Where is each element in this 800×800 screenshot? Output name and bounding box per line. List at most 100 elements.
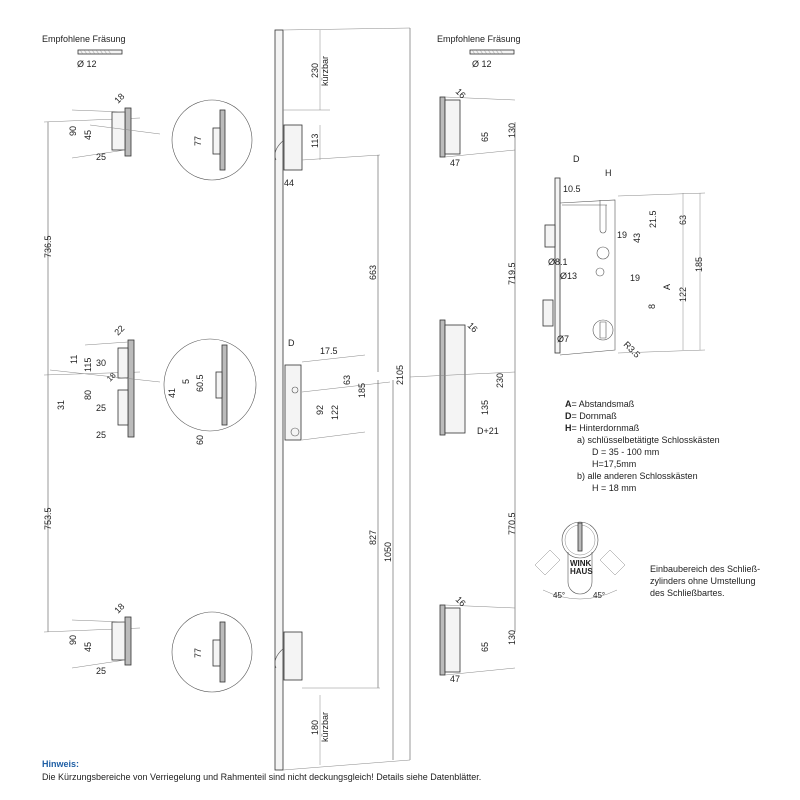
legend-item: b) alle anderen Schlosskästen: [577, 471, 698, 481]
dim-18: 18: [112, 91, 126, 105]
main-lock-case: [284, 364, 302, 441]
dim-122: 122: [330, 405, 340, 420]
dim-25: 25: [96, 403, 106, 413]
dim-H: H: [605, 168, 612, 178]
dim-r-3-5: R3.5: [622, 339, 643, 360]
dim-21-5: 21.5: [648, 210, 658, 228]
milling-legend-left: Empfohlene Fräsung Ø 12: [42, 34, 126, 69]
dim-60-5: 60.5: [195, 374, 205, 392]
dim-45: 45: [83, 642, 93, 652]
cylinder-description: zylinders ohne Umstellung: [650, 576, 756, 586]
span-lower-label: 753.5: [43, 507, 53, 530]
note-title: Hinweis:: [42, 759, 79, 769]
dim-D-plus-21: D+21: [477, 426, 499, 436]
cylinder-illustration: WINK HAUS 45° 45° Einbaubereich des Schl…: [534, 521, 760, 600]
dim-65: 65: [480, 132, 490, 142]
milling-title: Empfohlene Fräsung: [42, 34, 126, 44]
dim-11: 11: [69, 355, 79, 364]
legend-item: H = 18 mm: [592, 483, 636, 493]
legend-item: D = 35 - 100 mm: [592, 447, 659, 457]
dim-135: 135: [480, 400, 490, 415]
brand-logo-text: HAUS: [570, 567, 593, 576]
note-text: Die Kürzungsbereiche von Verriegelung un…: [42, 772, 481, 782]
dim-D: D: [573, 154, 580, 164]
legend-text: = Hinterdornmaß: [572, 423, 640, 433]
milling-diameter: Ø 12: [77, 59, 97, 69]
dim-63: 63: [342, 375, 352, 385]
dim-10-5: 10.5: [563, 184, 581, 194]
legend-key: H: [565, 423, 572, 433]
detail-circle: [171, 99, 253, 181]
dim-827: 827: [368, 530, 378, 545]
dim-663: 663: [368, 265, 378, 280]
dim-230: 230: [310, 63, 320, 78]
dim-17-5: 17.5: [320, 346, 338, 356]
dim-80: 80: [83, 390, 93, 400]
dim-total-length: 2105: [395, 365, 405, 385]
dim-130: 130: [507, 123, 517, 138]
dim-230: 230: [495, 373, 505, 388]
kuerzbar-label: kürzbar: [320, 712, 330, 742]
dim-92: 92: [315, 405, 325, 415]
detail-circle: [171, 611, 253, 693]
brand-logo-text: WINK: [570, 559, 592, 568]
dim-185: 185: [357, 383, 367, 398]
dim-180: 180: [310, 720, 320, 735]
left-middle-striker: 22 115 11 30 31 18 80 25 25 5 60.5 41 60: [49, 323, 257, 445]
dim-90: 90: [68, 126, 78, 136]
legend-text: = Abstandsmaß: [572, 399, 635, 409]
right-middle-striker: 16 230 135 D+21: [409, 319, 516, 436]
dim-A: A: [662, 284, 672, 290]
dim-130: 130: [507, 630, 517, 645]
dim-D: D: [288, 338, 295, 348]
lock-case-detail: D H 10.5 19 43 21.5 63 185 Ø8.1 Ø13 19 A…: [542, 154, 706, 360]
span-lower-label: 770.5: [507, 512, 517, 535]
left-top-striker: 18 90 45 25 77: [68, 91, 253, 181]
right-top-striker: 16 65 130 47: [439, 86, 517, 168]
dim-31: 31: [56, 400, 66, 410]
dim-22: 22: [112, 323, 126, 337]
main-locking-bar: 2105 230 kürzbar 113 44 663 D 17.5 63 18…: [274, 27, 411, 771]
dim-185: 185: [694, 257, 704, 272]
legend-key: D: [565, 411, 572, 421]
dim-16: 16: [466, 320, 480, 334]
dim-60: 60: [195, 435, 205, 445]
dim-45: 45: [83, 130, 93, 140]
dim-8: 8: [647, 304, 657, 309]
dim-47: 47: [450, 158, 460, 168]
dim-dia-7: Ø7: [557, 334, 569, 344]
dim-90: 90: [68, 635, 78, 645]
svg-text:D= Dornmaß: D= Dornmaß: [565, 411, 617, 421]
milling-title: Empfohlene Fräsung: [437, 34, 521, 44]
cylinder-description: Einbaubereich des Schließ-: [650, 564, 760, 574]
dim-41: 41: [167, 388, 177, 398]
dimension-legend: A= Abstandsmaß D= Dornmaß H= Hinterdornm…: [565, 399, 720, 493]
dim-30: 30: [96, 358, 106, 368]
dim-65: 65: [480, 642, 490, 652]
span-upper-label: 736.5: [43, 235, 53, 258]
top-hook-lock: [283, 124, 303, 171]
dim-16: 16: [454, 86, 468, 100]
dim-25: 25: [96, 666, 106, 676]
dim-1050: 1050: [383, 542, 393, 562]
dim-25: 25: [96, 152, 106, 162]
dim-47: 47: [450, 674, 460, 684]
dim-77: 77: [193, 648, 203, 658]
cylinder-description: des Schließbartes.: [650, 588, 725, 598]
svg-text:A= Abstandsmaß: A= Abstandsmaß: [565, 399, 635, 409]
dim-16: 16: [454, 594, 468, 608]
right-bottom-striker: 16 65 130 47: [439, 594, 517, 684]
angle-left: 45°: [553, 591, 565, 600]
milling-diameter: Ø 12: [472, 59, 492, 69]
dim-5: 5: [181, 379, 191, 384]
dim-18: 18: [105, 370, 118, 383]
milling-legend-right: Empfohlene Fräsung Ø 12: [437, 34, 521, 69]
legend-item: a) schlüsselbetätigte Schlosskästen: [577, 435, 720, 445]
bottom-hook-lock: [283, 631, 303, 681]
angle-right: 45°: [593, 591, 605, 600]
legend-text: = Dornmaß: [572, 411, 618, 421]
dim-25: 25: [96, 430, 106, 440]
dim-dia-13: Ø13: [560, 271, 577, 281]
kuerzbar-label: kürzbar: [320, 56, 330, 86]
detail-circle: [163, 338, 257, 432]
